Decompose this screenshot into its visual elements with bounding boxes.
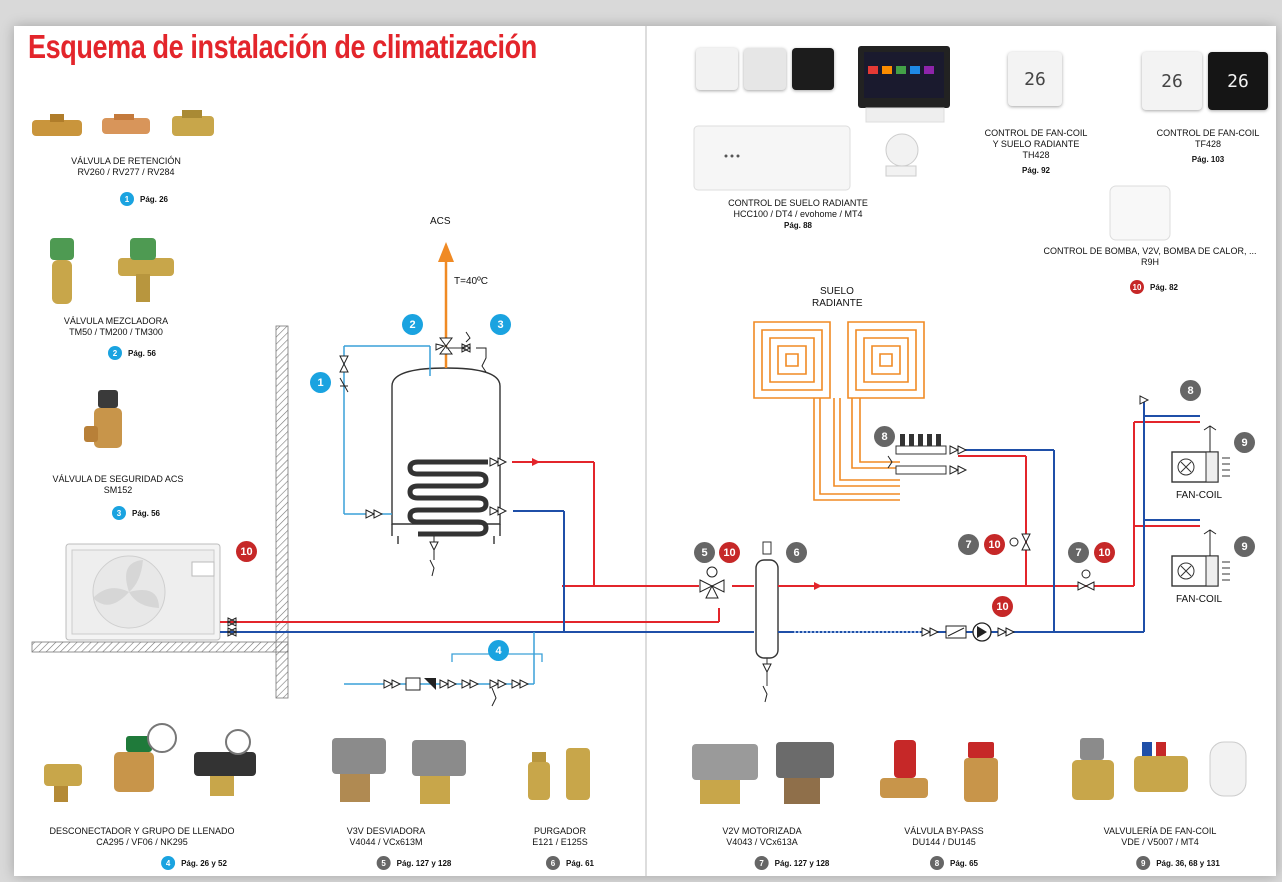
ref-badge-2: 2 <box>107 346 122 360</box>
thermostat-black <box>792 48 834 90</box>
wall-vertical <box>275 325 289 699</box>
hydraulic-separator <box>755 541 779 703</box>
badge-8-manifold: 8 <box>874 426 895 447</box>
badge-5: 5 <box>694 542 715 563</box>
ref-badge-4: 4 <box>161 856 176 870</box>
underfloor-label-line1: SUELO <box>820 286 854 297</box>
badge-3: 3 <box>490 314 511 335</box>
badge-9-fancoil-1: 9 <box>1234 432 1255 453</box>
fan-coil-unit-2 <box>1171 529 1230 587</box>
badge-10-pump: 10 <box>992 596 1013 617</box>
disconnector-photos <box>44 723 256 802</box>
underfloor-loops <box>753 321 925 501</box>
badge-10-floor: 10 <box>984 534 1005 555</box>
fancoil-valve-photos <box>1072 738 1247 800</box>
v3v-photos <box>332 738 466 804</box>
badge-7-fancoil: 7 <box>1068 542 1089 563</box>
ref-badge-5: 5 <box>376 856 391 870</box>
badge-9-fancoil-2: 9 <box>1234 536 1255 557</box>
fan-coil-unit-1 <box>1171 425 1230 483</box>
page-title: Esquema de instalación de climatización <box>28 28 537 65</box>
thermostat-th428: 26 <box>1008 52 1062 106</box>
thermostat-tf428-white: 26 <box>1142 52 1202 110</box>
thermostat-tf428-black: 26 <box>1208 52 1268 110</box>
acs-label: ACS <box>430 216 451 227</box>
ref-badge-7: 7 <box>754 856 769 870</box>
ref-badge-3: 3 <box>111 506 126 520</box>
acs-tank <box>391 367 501 544</box>
temperature-label: T=40ºC <box>454 276 488 287</box>
badge-10-fancoil: 10 <box>1094 542 1115 563</box>
badge-10-heat-pump: 10 <box>236 541 257 562</box>
caption-pump-control: CONTROL DE BOMBA, V2V, BOMBA DE CALOR, .… <box>1043 246 1257 267</box>
badge-1: 1 <box>310 372 331 393</box>
badge-7-floor: 7 <box>958 534 979 555</box>
thermostat-white-1 <box>696 48 738 90</box>
fan-coil-label-2: FAN-COIL <box>1176 594 1223 605</box>
badge-8-bypass: 8 <box>1180 380 1201 401</box>
ref-badge-9: 9 <box>1136 856 1151 870</box>
thermostat-white-2 <box>744 48 786 90</box>
ref-badge-6: 6 <box>545 856 560 870</box>
ref-badge-10: 10 <box>1129 280 1144 294</box>
installation-diagram <box>31 26 1247 876</box>
floor-slab <box>31 641 289 653</box>
underfloor-control-photos <box>693 46 950 191</box>
purger-photos <box>528 748 590 800</box>
retention-valve-photos <box>32 110 214 136</box>
badge-4: 4 <box>488 640 509 661</box>
installation-sheet: Esquema de instalación de climatización … <box>14 26 1276 876</box>
underfloor-label-line2: RADIANTE <box>812 298 863 309</box>
badge-10-v3v: 10 <box>719 542 740 563</box>
bypass-photos <box>880 740 998 802</box>
badge-2: 2 <box>402 314 423 335</box>
heat-pump-unit <box>65 543 221 641</box>
fan-coil-label-1: FAN-COIL <box>1176 490 1223 501</box>
v2v-photos <box>692 742 834 804</box>
badge-6: 6 <box>786 542 807 563</box>
mixing-valve-photos <box>50 238 174 304</box>
filling-group <box>383 653 543 707</box>
pump-control-photo <box>1109 185 1171 241</box>
safety-valve-photo <box>84 390 122 448</box>
ref-badge-1: 1 <box>119 192 134 206</box>
ref-badge-8: 8 <box>929 856 944 870</box>
